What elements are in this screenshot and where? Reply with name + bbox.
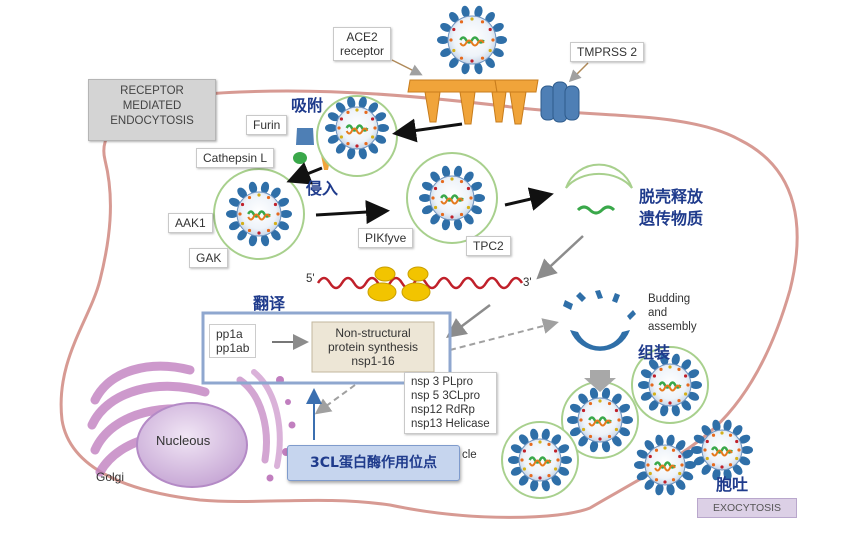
arrow-ace2-label <box>391 59 423 76</box>
ace2-receptor-label: ACE2 receptor <box>333 27 392 61</box>
virion-particle <box>508 428 572 492</box>
translation-frame <box>201 311 452 385</box>
tpc2-label: TPC2 <box>466 236 511 256</box>
furin-label: Furin <box>246 115 288 135</box>
arrow-to-rna <box>536 235 584 280</box>
vesicle-fragment-label: cle <box>462 449 477 461</box>
arrow-uncoat <box>504 187 554 211</box>
arrow-tmprss2-label <box>568 62 589 83</box>
nonstructural-protein-label: Non-structural protein synthesis nsp1-16 <box>327 326 419 368</box>
budding-assembly-label: Budding and assembly <box>648 293 697 333</box>
arrow-to-assembly <box>449 318 559 351</box>
arrow-to-golgi <box>314 384 356 415</box>
ribosomes <box>367 266 431 302</box>
exocytosis-tag: EXOCYTOSIS <box>697 498 797 518</box>
aak1-label: AAK1 <box>168 213 213 233</box>
virion-particle <box>634 434 696 496</box>
virion-particle <box>419 165 485 231</box>
uncoating-cn-label: 脱壳释放 遗传物质 <box>639 187 704 228</box>
virion-particle <box>567 387 633 453</box>
ace2-receptors <box>407 79 539 125</box>
tmprss2-protein <box>540 81 580 123</box>
arrow-budding-down <box>584 370 616 392</box>
five-prime-label: 5' <box>306 273 315 285</box>
entry-cn-label: 侵入 <box>306 179 339 198</box>
tmprss2-label: TMPRSS 2 <box>570 42 645 62</box>
cathepsin-label: Cathepsin L <box>196 148 275 168</box>
virion-particle <box>691 419 753 481</box>
virion-particle <box>226 181 292 247</box>
virion-particle <box>437 5 507 75</box>
translation-cn-label: 翻译 <box>253 294 286 313</box>
exocytosis-cn-label: 胞吐 <box>716 475 749 494</box>
virion-particle <box>325 96 389 160</box>
arrow-to-translation <box>446 304 491 338</box>
budding-fragments <box>563 290 636 351</box>
virion-particle <box>638 353 702 417</box>
arrow-adsorb <box>392 118 463 143</box>
adsorption-cn-label: 吸附 <box>291 96 324 115</box>
receptor-endocytosis-box: RECEPTOR MEDIATED ENDOCYTOSIS <box>88 79 216 141</box>
nucleus-label: Nucleous <box>156 433 211 448</box>
uncoated-rna <box>576 205 616 215</box>
nsp-list-box: nsp 3 PLpro nsp 5 3CLpro nsp12 RdRp nsp1… <box>404 372 497 434</box>
pp1a-pp1ab-box: pp1a pp1ab <box>209 324 257 358</box>
golgi-label: Golgi <box>96 470 125 484</box>
gak-label: GAK <box>189 248 229 268</box>
endosome-rings <box>213 95 709 499</box>
target-site-box: 3CL蛋白酶作用位点 <box>287 445 460 481</box>
target-site-label: 3CL蛋白酶作用位点 <box>310 455 437 471</box>
virions <box>226 5 753 496</box>
nonstructural-box <box>311 321 435 373</box>
pikfyve-label: PIKfyve <box>358 228 414 248</box>
arrow-endosome <box>315 200 390 225</box>
assembly-cn-label: 组装 <box>638 343 671 362</box>
nucleus <box>136 402 248 488</box>
arrow-entry <box>286 162 323 185</box>
three-prime-label: 3' <box>523 277 532 289</box>
